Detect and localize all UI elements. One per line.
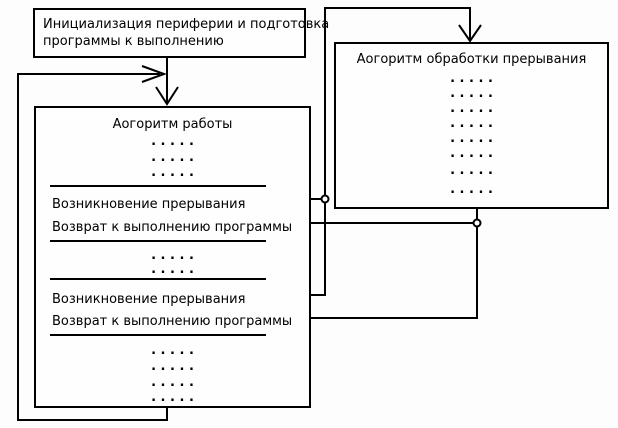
dots-row: . . . . .	[450, 131, 493, 146]
dots-row: . . . . .	[450, 163, 493, 178]
main-program-box: Аогоритм работы . . . . . . . . . . . . …	[34, 106, 311, 408]
separator-line	[50, 185, 266, 187]
init-box-text-line1: Инициализация периферии и подготовка	[43, 17, 330, 32]
separator-line	[50, 240, 266, 242]
junction-node	[320, 194, 330, 204]
dots-row: . . . . .	[151, 248, 194, 263]
arrow-right-icon	[141, 65, 167, 83]
dots-row: . . . . .	[450, 86, 493, 101]
arrow-down-icon	[155, 86, 179, 106]
separator-line	[50, 278, 266, 280]
interrupt-occurrence-label-2: Возникновение прерывания	[52, 292, 246, 307]
arrow-down-icon	[458, 24, 482, 43]
main-box-title: Аогоритм работы	[112, 117, 233, 132]
dots-row: . . . . .	[450, 182, 493, 197]
init-box-text-line2: программы к выполнению	[43, 34, 224, 49]
dots-row: . . . . .	[151, 134, 194, 149]
dots-row: . . . . .	[151, 165, 194, 180]
init-box: Инициализация периферии и подготовка про…	[33, 8, 330, 58]
dots-row: . . . . .	[450, 146, 493, 161]
isr-box-title: Аогоритм обработки прерывания	[356, 52, 587, 67]
dots-row: . . . . .	[151, 343, 194, 358]
dots-row: . . . . .	[151, 150, 194, 165]
separator-line	[50, 334, 266, 336]
dots-row: . . . . .	[151, 359, 194, 374]
dots-row: . . . . .	[151, 262, 194, 277]
dots-row: . . . . .	[450, 116, 493, 131]
interrupt-occurrence-label-1: Возникновение прерывания	[52, 197, 246, 212]
return-to-program-label-2: Возврат к выполнению программы	[52, 314, 293, 329]
return-to-program-label-1: Возврат к выполнению программы	[52, 220, 293, 235]
dots-row: . . . . .	[450, 71, 493, 86]
dots-row: . . . . .	[151, 390, 194, 405]
flow-connector-init-to-main	[155, 57, 179, 106]
dots-row: . . . . .	[450, 101, 493, 116]
interrupt-handler-box: Аогоритм обработки прерывания . . . . . …	[334, 42, 609, 209]
junction-node	[472, 218, 482, 228]
dots-row: . . . . .	[151, 375, 194, 390]
